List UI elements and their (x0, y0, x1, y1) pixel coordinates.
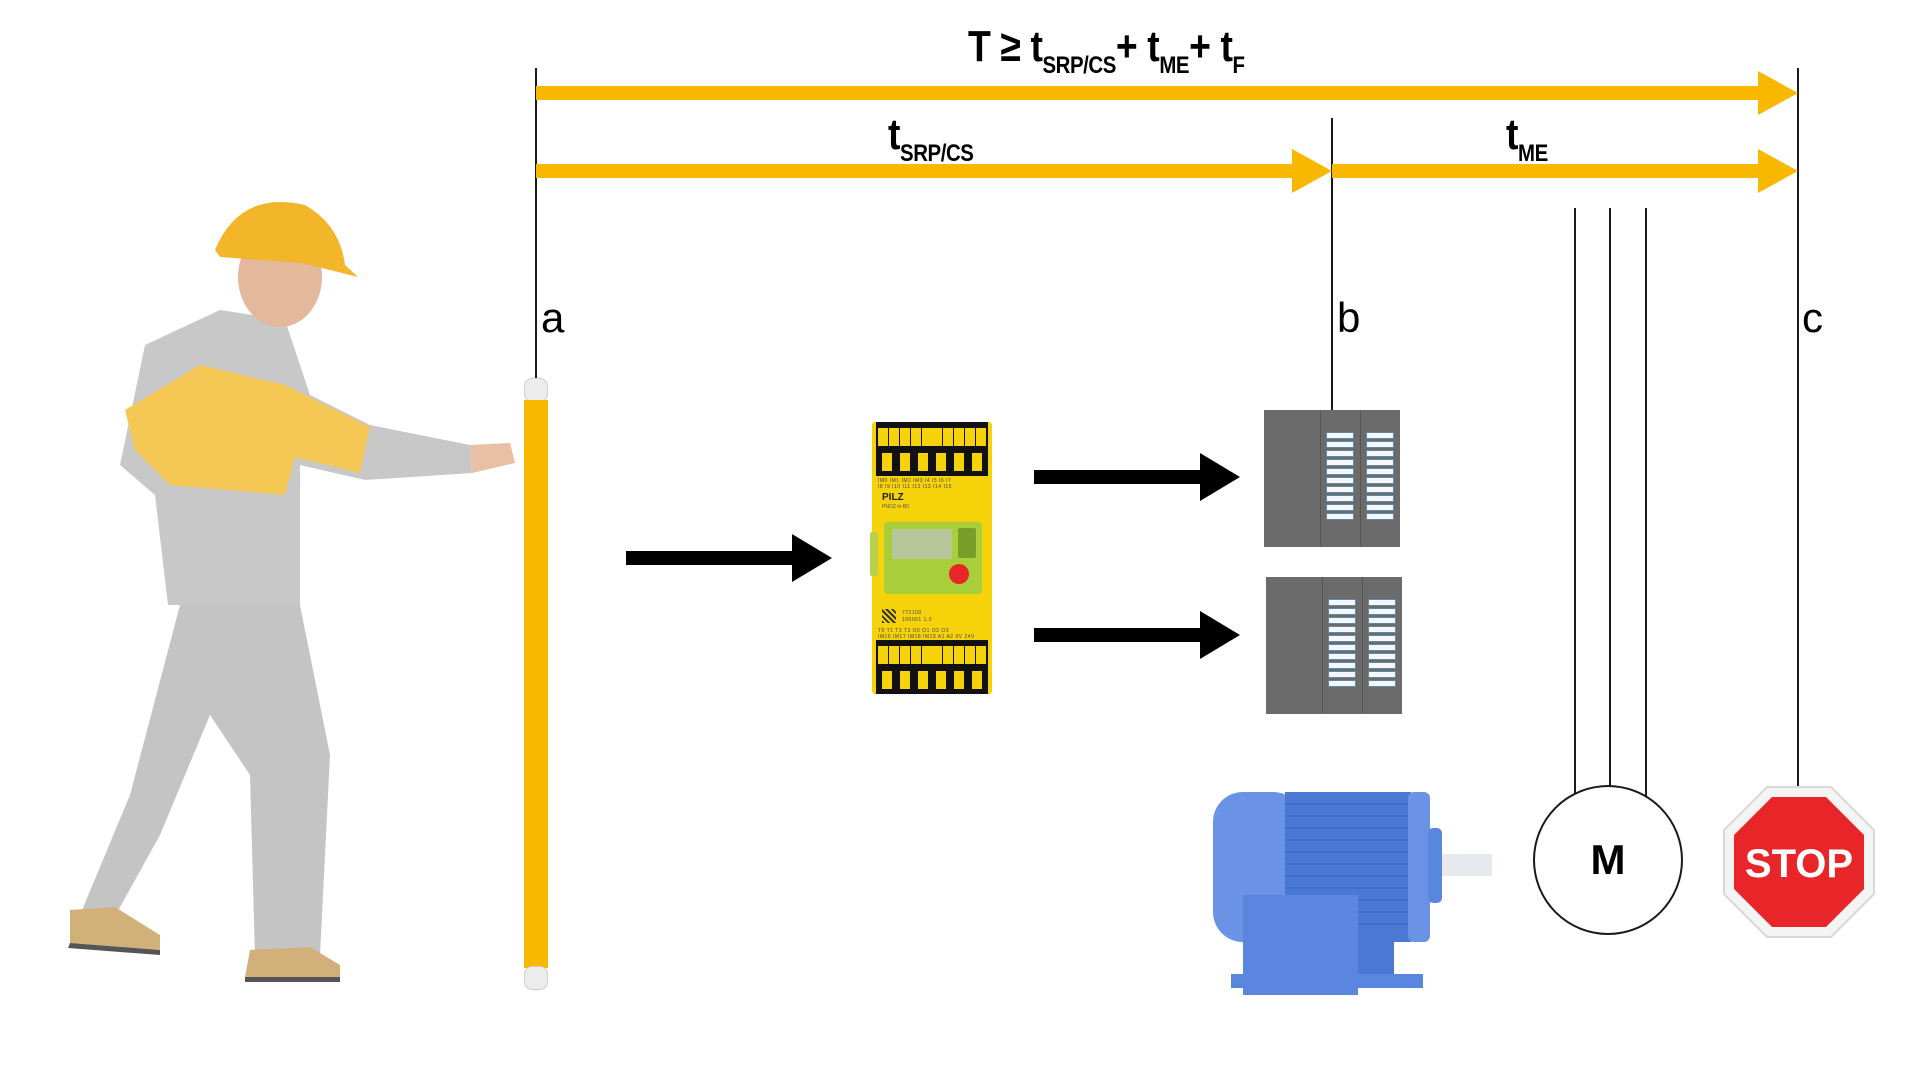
me-time-arrowhead (1758, 149, 1798, 193)
worker-figure (68, 202, 515, 982)
top-inputs-row2: I8 I9 I10 I11 I12 I13 I14 I15 (878, 484, 952, 490)
reference-line-c (1797, 68, 1799, 792)
plc-reset-button[interactable] (949, 564, 969, 584)
motor-symbol-label: M (1590, 836, 1626, 883)
worker-jacket (120, 310, 515, 605)
me-label-sub: ME (1518, 140, 1548, 167)
output-arrowhead-1 (1200, 453, 1240, 501)
srp-cs-time-arrowhead (1292, 149, 1332, 193)
stop-sign-text: STOP (1745, 842, 1853, 886)
point-label-b: b (1337, 294, 1361, 341)
formula-sub-f: F (1232, 52, 1245, 79)
formula-lhs: T ≥ t (968, 22, 1043, 71)
output-arrowhead-2 (1200, 611, 1240, 659)
me-interval-label: tME (1506, 110, 1548, 168)
me-time-arrow (1332, 164, 1762, 178)
motor-phase-line-1 (1574, 208, 1576, 820)
point-label-c: c (1802, 294, 1823, 341)
plc-part-number: 772100 (902, 610, 922, 616)
reference-line-a (535, 68, 537, 398)
motor-phase-line-2 (1609, 208, 1611, 788)
plc-front-panel (884, 522, 982, 594)
safety-light-curtain (524, 400, 548, 968)
srp-cs-interval-label: tSRP/CS (888, 110, 974, 168)
plc-qr-code-icon (882, 609, 896, 623)
light-curtain-bottom-cap (524, 966, 548, 990)
plc-display (892, 529, 952, 559)
stopping-time-formula: T ≥ tSRP/CS+ tME+ tF (968, 22, 1245, 80)
bottom-terminals-row1: T0 T1 T2 T3 O0 O1 O2 O3 (878, 628, 949, 634)
stop-sign-icon: STOP (1723, 786, 1875, 938)
srp-cs-label-sub: SRP/CS (900, 140, 974, 167)
me-label-base: t (1506, 110, 1519, 159)
formula-plus-f: + t (1189, 22, 1233, 71)
light-curtain-top-cap (524, 378, 548, 402)
plc-led-strip (870, 532, 878, 576)
safety-controller-pnoz: IM0 IM1 IM2 IM3 I4 I5 I6 I7 I8 I9 I10 I1… (870, 422, 992, 694)
worker-legs (80, 605, 330, 957)
formula-plus-me: + t (1115, 22, 1160, 71)
output-arrow-1 (1034, 470, 1204, 484)
formula-sub-srp: SRP/CS (1042, 52, 1116, 79)
srp-cs-label-base: t (888, 110, 901, 159)
motor-phase-line-3 (1645, 208, 1647, 820)
formula-sub-me: ME (1159, 52, 1190, 79)
electric-motor-icon (1213, 792, 1492, 995)
output-arrow-2 (1034, 628, 1204, 642)
io-module-2 (1266, 577, 1402, 714)
signal-arrow-to-controller (626, 551, 796, 565)
plc-model: PNOZ m B0 (882, 504, 909, 510)
bottom-terminals-row2: IM16 IM17 IM18 IM19 A1 A2 0V 24V (878, 634, 975, 640)
motor-symbol: M (1533, 785, 1683, 935)
total-time-arrowhead (1758, 71, 1798, 115)
worker-boots (68, 907, 340, 982)
total-time-arrow (536, 86, 1762, 100)
plc-serial: 100061 1.0 (902, 617, 933, 623)
srp-cs-time-arrow (536, 164, 1296, 178)
plc-usb-port-icon (958, 528, 976, 558)
worker-head (215, 202, 358, 327)
io-module-1 (1264, 410, 1400, 547)
top-terminal-block (876, 422, 988, 476)
point-label-a: a (541, 294, 565, 341)
signal-arrowhead-to-controller (792, 534, 832, 582)
bottom-terminal-block (876, 640, 988, 694)
top-inputs-row1: IM0 IM1 IM2 IM3 I4 I5 I6 I7 (878, 478, 952, 484)
reference-line-b (1331, 118, 1333, 410)
plc-brand: PILZ (882, 492, 904, 503)
